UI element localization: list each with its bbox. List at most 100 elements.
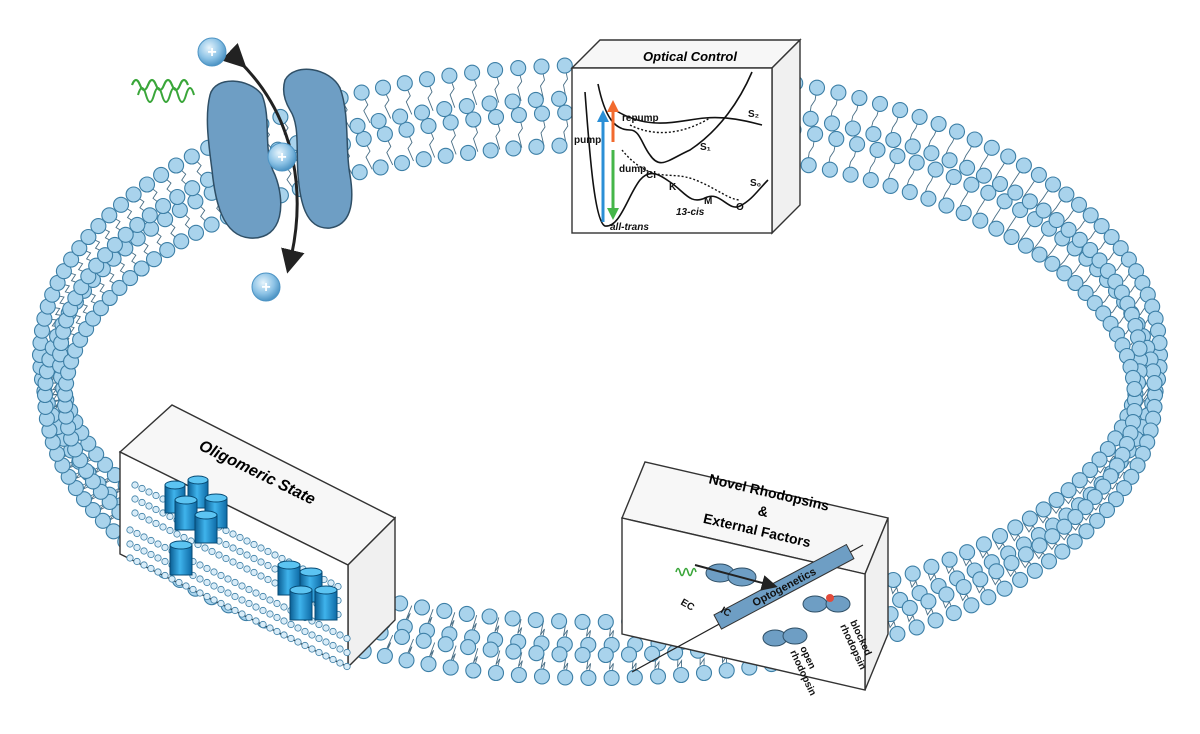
lipid-head bbox=[927, 612, 944, 629]
lipid-head bbox=[1078, 523, 1095, 540]
lipid-head bbox=[224, 603, 232, 611]
lipid-head bbox=[1035, 501, 1052, 518]
lipid-head bbox=[510, 60, 527, 77]
lipid-head bbox=[1112, 240, 1129, 257]
lipid-head bbox=[482, 142, 499, 159]
lipid-head bbox=[147, 536, 155, 545]
lipid-head bbox=[161, 557, 169, 566]
lipid-head bbox=[1044, 176, 1062, 193]
lipid-head bbox=[504, 610, 521, 627]
lipid-head bbox=[437, 147, 454, 164]
lipid-head bbox=[196, 561, 204, 569]
lipid-head bbox=[1098, 502, 1116, 519]
lipid-head bbox=[122, 270, 139, 287]
lipid-head bbox=[603, 669, 620, 686]
lipid-head bbox=[97, 456, 114, 473]
lipid-head bbox=[1067, 274, 1084, 292]
svg-text:+: + bbox=[277, 149, 286, 166]
lipid-head bbox=[138, 498, 146, 507]
lipid-head bbox=[315, 648, 323, 657]
lipid-head bbox=[481, 608, 498, 625]
lipid-head bbox=[140, 547, 148, 555]
lipid-head bbox=[252, 589, 260, 597]
lipid-head bbox=[271, 565, 279, 573]
lipid-head bbox=[1012, 571, 1029, 588]
lipid-head bbox=[959, 159, 976, 176]
lipid-head bbox=[1086, 488, 1103, 505]
lipid-head bbox=[865, 126, 882, 143]
lipid-head bbox=[187, 224, 205, 241]
lipid-head bbox=[131, 481, 139, 489]
lipid-head bbox=[1017, 237, 1034, 254]
lipid-head bbox=[161, 571, 169, 580]
s0-curve bbox=[584, 91, 769, 227]
lipid-head bbox=[1060, 221, 1077, 238]
lipid-head bbox=[264, 561, 272, 570]
lipid-head bbox=[243, 537, 251, 545]
lipid-head bbox=[482, 641, 499, 658]
repump-arrowhead bbox=[607, 100, 619, 112]
lipid-head bbox=[871, 95, 889, 112]
dotted-path bbox=[629, 117, 711, 134]
lipid-head bbox=[908, 619, 925, 636]
lipid-head bbox=[154, 540, 162, 548]
lipid-head bbox=[129, 216, 146, 233]
lipid-head bbox=[442, 659, 459, 676]
lipid-head bbox=[464, 64, 481, 81]
lipid-head bbox=[396, 75, 413, 92]
lipid-head bbox=[1048, 491, 1065, 508]
lipid-head bbox=[988, 220, 1005, 237]
optogenetics-banner bbox=[713, 543, 855, 630]
ampersand-label: & bbox=[756, 502, 769, 520]
lipid-head bbox=[147, 564, 155, 573]
lipid-head bbox=[210, 582, 218, 590]
lipid-head bbox=[376, 647, 393, 664]
lipid-head bbox=[923, 558, 940, 575]
lipid-head bbox=[370, 112, 387, 130]
lipid-head bbox=[1131, 340, 1148, 357]
lipid-head bbox=[208, 547, 216, 556]
lipid-head bbox=[1091, 252, 1108, 269]
lipid-head bbox=[308, 645, 316, 653]
lipid-head bbox=[948, 123, 966, 140]
lipid-head bbox=[259, 620, 267, 629]
lipid-head bbox=[828, 130, 845, 147]
lipid-head bbox=[280, 617, 288, 625]
lipid-head bbox=[271, 551, 279, 559]
lipid-head bbox=[329, 641, 337, 650]
lipid-head bbox=[1091, 451, 1108, 468]
pump-arrowhead bbox=[597, 110, 609, 122]
ion-channel: + + + bbox=[130, 37, 353, 302]
lipid-head bbox=[972, 571, 989, 588]
lipid-head bbox=[1026, 562, 1043, 579]
lipid-head bbox=[996, 580, 1013, 597]
lipid-head bbox=[980, 184, 997, 201]
lipid-head bbox=[112, 196, 130, 213]
lipid-head bbox=[94, 512, 111, 529]
lipid-head bbox=[1021, 193, 1038, 210]
dump-arrowhead bbox=[607, 208, 619, 220]
lipid-head bbox=[528, 138, 545, 155]
lipid-head bbox=[465, 111, 482, 128]
lipid-head bbox=[1082, 207, 1099, 224]
lipid-head bbox=[259, 592, 267, 601]
lipid-head bbox=[398, 121, 415, 138]
lipid-head bbox=[991, 527, 1009, 545]
lipid-head bbox=[173, 530, 181, 538]
lipid-head bbox=[718, 662, 735, 679]
lipid-head bbox=[458, 605, 475, 622]
lipid-head bbox=[851, 89, 868, 107]
lipid-head bbox=[126, 526, 134, 534]
lipid-head bbox=[1044, 255, 1061, 272]
lipid-head bbox=[1048, 212, 1065, 229]
lipid-head bbox=[1116, 480, 1133, 497]
lipid-head bbox=[963, 597, 980, 614]
lipid-head bbox=[138, 176, 156, 193]
oligomer-illustration bbox=[126, 475, 351, 671]
dump-label: dump bbox=[619, 164, 646, 175]
lipid-head bbox=[271, 579, 279, 587]
lipid-head bbox=[315, 620, 323, 629]
lipid-head bbox=[145, 251, 163, 268]
lipid-head bbox=[923, 145, 940, 162]
lipid-head bbox=[152, 491, 160, 500]
